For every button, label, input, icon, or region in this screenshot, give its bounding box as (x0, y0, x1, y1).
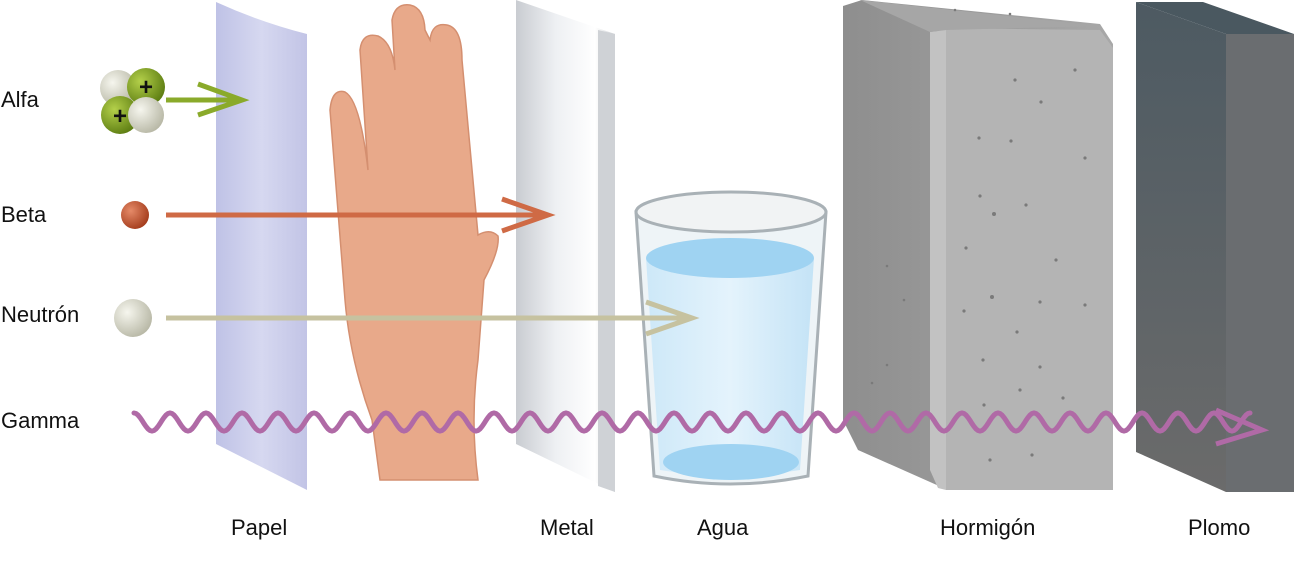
alpha-particle-icon: + + (100, 68, 165, 134)
label-metal: Metal (540, 515, 594, 540)
beta-arrow (166, 196, 556, 234)
label-concrete: Hormigón (940, 515, 1036, 540)
label-neutron: Neutrón (1, 302, 80, 327)
svg-text:+: + (113, 103, 127, 130)
beta-particle-icon (121, 201, 149, 229)
neutron-arrow (166, 299, 700, 337)
label-gamma: Gamma (1, 408, 80, 433)
label-water: Agua (697, 515, 749, 540)
neutron-particle-icon (114, 299, 152, 337)
lead-block (1136, 2, 1294, 492)
alpha-arrow (166, 81, 250, 118)
paper-sheet (216, 2, 307, 490)
metal-sheet (516, 0, 615, 492)
label-paper: Papel (231, 515, 288, 540)
gamma-wave-arrow (131, 407, 1270, 447)
label-beta: Beta (1, 202, 47, 227)
label-alpha: Alfa (1, 87, 39, 112)
water-glass (634, 190, 828, 486)
label-lead: Plomo (1188, 515, 1251, 540)
hand-illustration (329, 4, 499, 481)
concrete-block (843, 0, 1113, 490)
svg-text:+: + (139, 74, 153, 101)
